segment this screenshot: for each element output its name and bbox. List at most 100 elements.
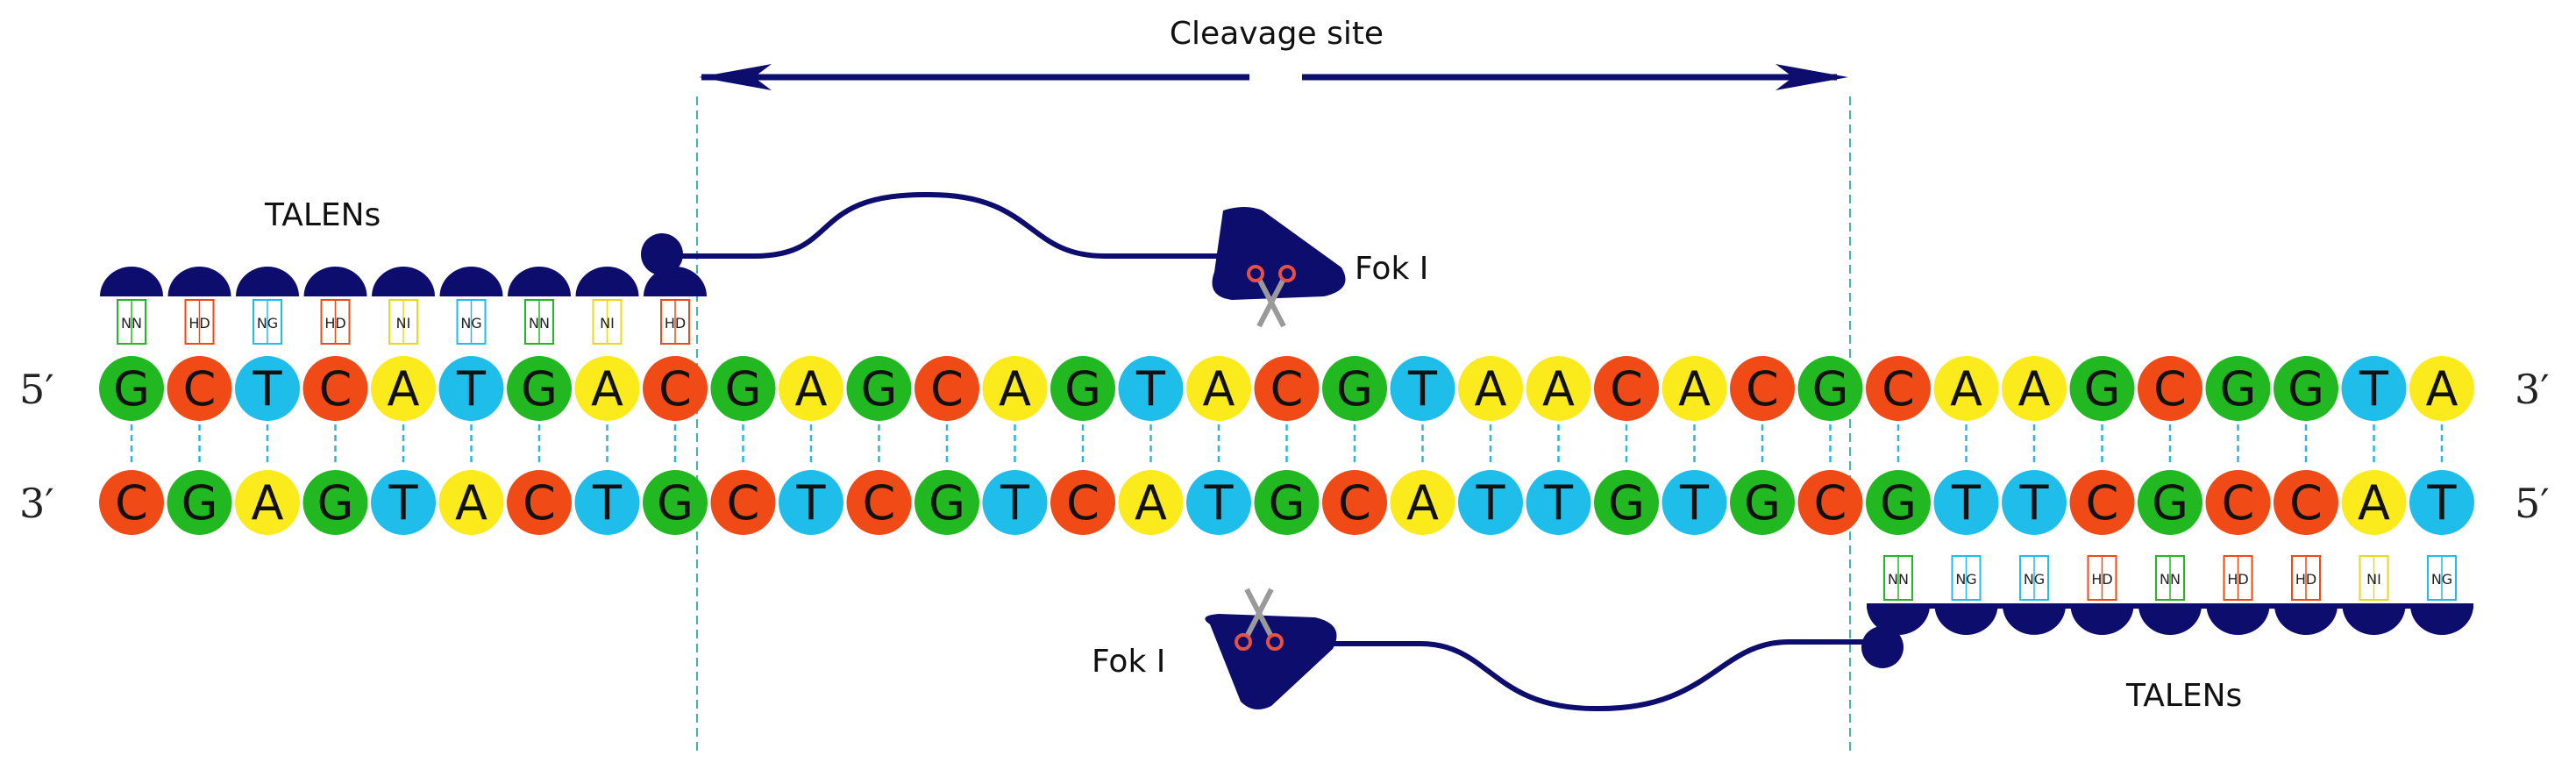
nucleotide-circle: [1118, 356, 1184, 421]
tale-repeat-dome: [372, 267, 435, 296]
bottom-strand-nucleotide: T: [1186, 470, 1251, 535]
top-strand-nucleotide: T: [438, 356, 504, 421]
nucleotide-circle: [1797, 470, 1863, 535]
nucleotide-circle: [2138, 470, 2202, 535]
fok-left-domain: [1212, 207, 1346, 300]
nucleotide-letter: A: [252, 475, 284, 531]
top-strand-nucleotide: G: [846, 356, 912, 421]
nucleotide-letter: G: [1880, 475, 1917, 531]
top-strand-nucleotide: C: [167, 356, 232, 421]
bottom-strand-nucleotide: T: [2409, 470, 2474, 535]
bottom-strand-nucleotide: T: [779, 470, 843, 535]
top-strand-nucleotide: C: [302, 356, 368, 421]
nucleotide-letter: A: [795, 361, 828, 417]
nucleotide-letter: A: [388, 361, 420, 417]
scissors-icon-right: [1235, 588, 1284, 651]
nucleotide-letter: C: [1338, 475, 1371, 531]
nucleotide-circle: [2409, 356, 2474, 421]
nucleotide-circle: [302, 470, 368, 535]
nucleotide-circle: [2409, 470, 2474, 535]
rvd-label: NN: [2160, 571, 2181, 588]
tale-repeat-dome: [575, 267, 639, 296]
nucleotide-letter: G: [1336, 361, 1373, 417]
nucleotide-letter: A: [591, 361, 623, 417]
bottom-strand-nucleotide: T: [1526, 470, 1591, 535]
nucleotide-circle: [2002, 356, 2067, 421]
nucleotide-circle: [1390, 356, 1455, 421]
nucleotide-letter: G: [181, 475, 218, 531]
rvd-label: NG: [2431, 571, 2452, 588]
nucleotide-letter: A: [1678, 361, 1711, 417]
arrowhead-right: [1775, 64, 1848, 90]
nucleotide-letter: G: [1744, 475, 1781, 531]
nucleotide-letter: G: [2152, 475, 2188, 531]
tale-repeat: HD: [2070, 555, 2134, 635]
nucleotide-letter: C: [1882, 361, 1915, 417]
nucleotide-circle: [2138, 356, 2202, 421]
cleavage-site-label: Cleavage site: [1170, 16, 1384, 52]
top-strand-nucleotide: T: [2341, 356, 2407, 421]
bottom-strand-nucleotide: T: [2002, 470, 2067, 535]
nucleotide-circle: [1526, 356, 1591, 421]
nucleotide-circle: [914, 470, 979, 535]
bottom-strand-end-label: 5′: [2515, 480, 2550, 527]
nucleotide-circle: [2205, 356, 2271, 421]
nucleotide-letter: A: [1542, 361, 1575, 417]
nucleotide-circle: [167, 356, 232, 421]
top-strand-start-label: 5′: [19, 366, 54, 413]
top-strand-nucleotide: A: [2002, 356, 2067, 421]
fok-left-label: Fok I: [1355, 251, 1428, 287]
nucleotide-letter: T: [1135, 361, 1166, 417]
nucleotide-circle: [235, 356, 300, 421]
tale-repeat: NG: [439, 267, 503, 345]
nucleotide-circle: [914, 356, 979, 421]
rvd-label: HD: [2227, 571, 2248, 588]
bottom-strand-nucleotide: T: [371, 470, 436, 535]
tale-repeat-dome: [2003, 605, 2066, 635]
nucleotide-circle: [1662, 470, 1727, 535]
top-strand-nucleotide: A: [371, 356, 436, 421]
bottom-strand-nucleotide: A: [438, 470, 504, 535]
nucleotide-circle: [643, 470, 708, 535]
nucleotide-letter: G: [317, 475, 354, 531]
bottom-strand-nucleotide: C: [1797, 470, 1863, 535]
rvd-label: NN: [121, 315, 142, 331]
tale-repeat: NN: [2138, 555, 2202, 635]
nucleotide-circle: [1390, 470, 1455, 535]
nucleotide-circle: [371, 470, 436, 535]
tale-repeat-dome: [2138, 605, 2202, 635]
nucleotide-circle: [710, 356, 776, 421]
talen-right-label: TALENs: [2125, 678, 2242, 714]
tale-repeat-dome: [100, 267, 163, 296]
tale-repeat-dome: [2410, 605, 2473, 635]
nucleotide-letter: C: [183, 361, 217, 417]
top-strand-nucleotide: A: [1933, 356, 1999, 421]
tale-repeat: NG: [236, 267, 299, 345]
top-strand-nucleotide: G: [2205, 356, 2271, 421]
nucleotide-letter: G: [1812, 361, 1849, 417]
rvd-label: HD: [324, 315, 345, 331]
talen-left-label: TALENs: [264, 197, 381, 233]
fok-right-domain: [1205, 614, 1337, 709]
nucleotide-circle: [574, 356, 640, 421]
top-strand-end-label: 3′: [2515, 366, 2550, 413]
nucleotide-circle: [1186, 356, 1251, 421]
nucleotide-circle: [1866, 356, 1931, 421]
nucleotide-circle: [1594, 470, 1659, 535]
nucleotide-letter: C: [1746, 361, 1779, 417]
nucleotide-letter: T: [2427, 475, 2458, 531]
nucleotide-letter: G: [1269, 475, 1306, 531]
bottom-strand-nucleotide: G: [1594, 470, 1659, 535]
nucleotide-letter: A: [2426, 361, 2459, 417]
top-strand-nucleotide: T: [1118, 356, 1184, 421]
bottom-strand-nucleotide: C: [1050, 470, 1115, 535]
top-strand-nucleotide: C: [1730, 356, 1795, 421]
rvd-label: NG: [460, 315, 481, 331]
top-strand-nucleotide: A: [982, 356, 1048, 421]
top-strand-nucleotide: G: [1050, 356, 1115, 421]
rvd-label: HD: [665, 315, 686, 331]
